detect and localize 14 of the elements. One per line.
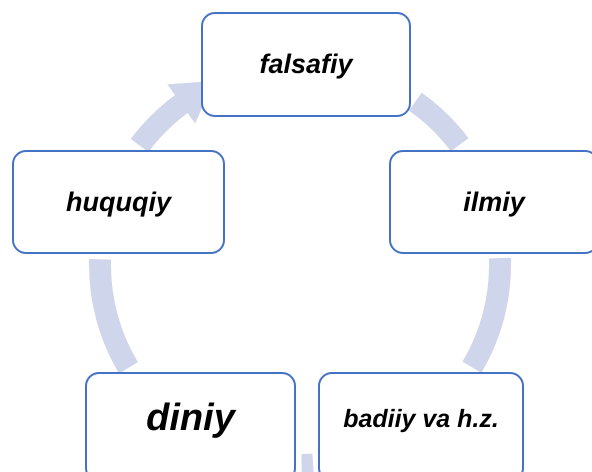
box-label: falsafiy: [259, 48, 353, 81]
cycle-band: [408, 92, 468, 152]
cycle-band: [89, 258, 138, 373]
box-label: huquqiy: [66, 186, 171, 218]
rounded-box: [201, 12, 411, 117]
cycle-band: [462, 258, 511, 372]
rounded-box: [318, 372, 524, 472]
box-label: badiiy va h.z.: [343, 404, 499, 434]
cycle-band: [301, 454, 314, 472]
rounded-box: [12, 150, 225, 254]
rounded-box: [85, 372, 296, 472]
box-label: ilmiy: [463, 186, 525, 218]
rounded-box: [389, 150, 592, 254]
box-label: diniy: [146, 396, 235, 442]
